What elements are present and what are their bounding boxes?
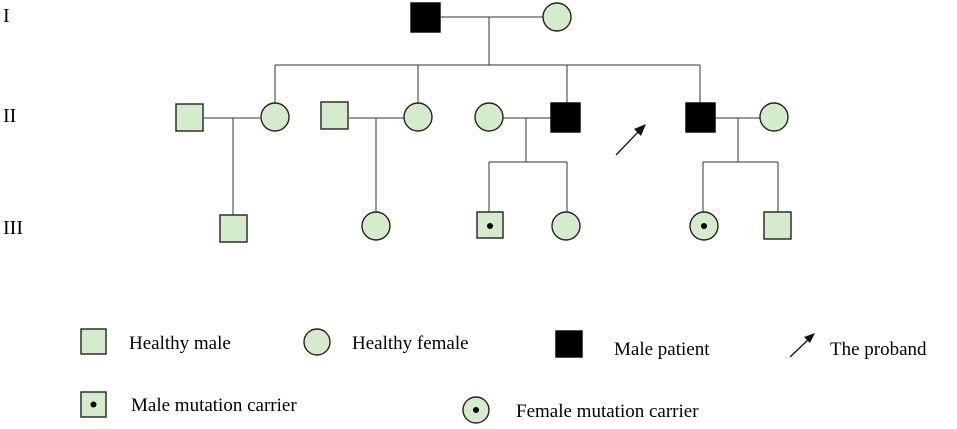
individual-i-1-affected-male (410, 2, 441, 33)
legend-male-carrier-icon (80, 391, 107, 418)
legend-healthy-female-label: Healthy female (352, 333, 469, 354)
legend-female-carrier-icon (462, 396, 490, 424)
individual-iii-6-healthy-male (763, 211, 792, 240)
pedigree-lines (204, 16, 779, 215)
generation-label-i: I (3, 5, 10, 27)
individual-ii-3-healthy-male (320, 101, 349, 130)
individual-ii-5-healthy-female (474, 102, 504, 132)
individual-iii-4-healthy-female (551, 211, 581, 241)
individual-ii-7-proband-affected-male (685, 102, 716, 133)
individual-iii-5-female-carrier (689, 211, 719, 241)
generation-label-iii: III (3, 217, 23, 239)
individual-ii-2-healthy-female (260, 102, 290, 132)
legend-proband-label: The proband (830, 339, 927, 360)
legend-male-patient-label: Male patient (614, 339, 710, 360)
generation-label-ii: II (3, 105, 16, 127)
legend-male-carrier-label: Male mutation carrier (131, 395, 297, 416)
individual-ii-8-healthy-female (759, 102, 789, 132)
individual-i-2-healthy-female (542, 2, 572, 32)
individual-ii-6-affected-male (550, 102, 581, 133)
legend-healthy-male-icon (80, 328, 107, 355)
legend: Healthy male Healthy female Male patient… (80, 328, 927, 424)
individual-ii-1-healthy-male (175, 103, 204, 132)
legend-female-carrier-label: Female mutation carrier (516, 401, 699, 422)
legend-proband-arrow-icon (789, 333, 815, 358)
legend-male-patient-icon (555, 330, 583, 358)
individual-ii-4-healthy-female (403, 102, 433, 132)
individual-iii-1-healthy-male (219, 214, 248, 243)
legend-healthy-male-label: Healthy male (129, 333, 231, 354)
legend-healthy-female-icon (303, 328, 331, 356)
individual-iii-2-healthy-female (361, 211, 391, 241)
proband-arrow-icon (615, 124, 646, 156)
individual-iii-3-male-carrier (476, 211, 504, 239)
